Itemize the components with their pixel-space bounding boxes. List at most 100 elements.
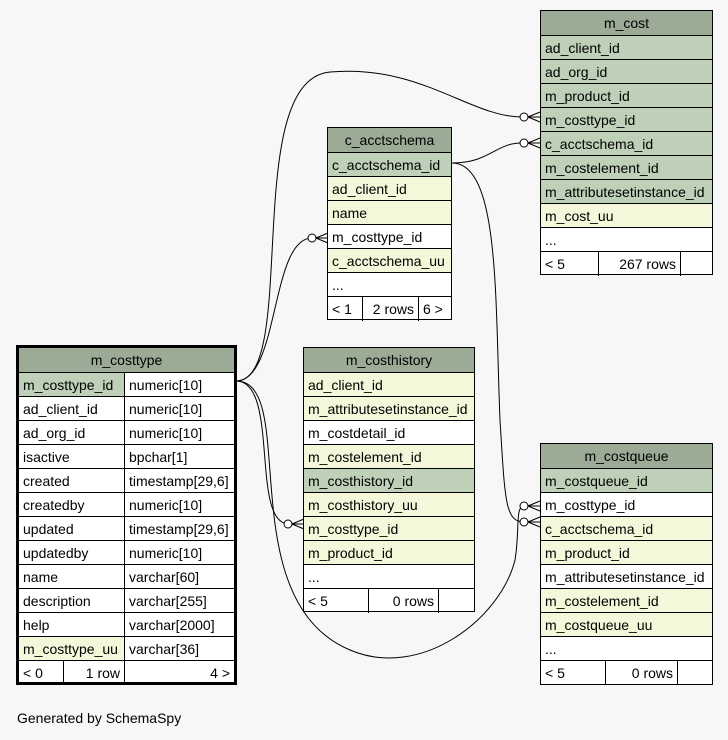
more-columns-row[interactable]: ... [328,273,451,297]
column-type: numeric[10] [129,497,203,513]
column-row[interactable]: m_attributesetinstance_id [304,397,474,421]
column-row[interactable]: c_acctschema_id [541,517,712,541]
table-title[interactable]: c_acctschema [328,128,451,153]
generated-by-caption[interactable]: Generated by SchemaSpy [17,710,182,726]
column-name: c_acctschema_uu [332,253,445,269]
column-name: help [19,613,125,636]
column-name: m_attributesetinstance_id [545,569,705,585]
children-count[interactable] [439,589,474,613]
column-row[interactable]: m_costqueue_uu [541,613,712,637]
column-row[interactable]: m_costtype_id [541,493,712,517]
column-row[interactable]: ad_client_id [328,177,451,201]
column-row[interactable]: c_acctschema_id [541,132,712,156]
children-count[interactable]: 4 > [210,665,230,681]
column-name: ad_client_id [308,377,383,393]
parents-count[interactable]: < 0 [19,661,64,685]
column-row[interactable]: name [328,201,451,225]
more-columns-row[interactable]: ... [541,228,712,252]
row-count: 0 rows [606,661,678,685]
column-name: m_costqueue_uu [545,617,653,633]
column-name: created [19,469,125,492]
row-count: 267 rows [599,252,681,276]
table-title[interactable]: m_costtype [19,348,234,373]
column-type: varchar[2000] [129,617,215,633]
column-name: m_costelement_id [545,593,659,609]
column-name: name [332,205,368,221]
edge-acctschema-costtype [235,237,314,382]
column-row[interactable]: m_costtype_id [541,108,712,132]
edge-costqueue-costtype [235,380,525,659]
column-name: m_attributesetinstance_id [308,401,468,417]
column-row[interactable]: m_attributesetinstance_id [541,180,712,204]
column-row[interactable]: m_costelement_id [541,156,712,180]
column-row[interactable]: m_costelement_id [304,445,474,469]
parents-count[interactable]: < 1 [328,297,363,321]
children-count[interactable] [681,252,712,276]
column-name: m_costqueue_id [545,473,648,489]
column-type: timestamp[29,6] [129,473,229,489]
column-row[interactable]: c_acctschema_uu [328,249,451,273]
column-row[interactable]: m_attributesetinstance_id [541,565,712,589]
column-type: varchar[36] [125,637,234,660]
column-row[interactable]: m_costtype_id [304,517,474,541]
parents-count[interactable]: < 5 [541,252,599,276]
table-title[interactable]: m_costhistory [304,348,474,373]
more-columns-row[interactable]: ... [541,637,712,661]
column-name: m_cost_uu [545,208,614,224]
column-row[interactable]: m_costtype_id [328,225,451,249]
column-name: m_costhistory_uu [308,497,418,513]
column-row[interactable]: m_product_id [541,84,712,108]
column-row[interactable]: m_costhistory_id [304,469,474,493]
column-name: m_costtype_id [545,497,636,513]
table-m-costqueue[interactable]: m_costqueue m_costqueue_id m_costtype_id… [540,443,713,685]
column-row[interactable]: ad_client_id [541,36,712,60]
table-c-acctschema[interactable]: c_acctschema c_acctschema_id ad_client_i… [327,127,452,321]
column-row[interactable]: ad_client_id [304,373,474,397]
column-row[interactable]: m_product_id [304,541,474,565]
more-columns-row[interactable]: ... [304,565,474,589]
children-count[interactable] [678,661,712,685]
column-name: m_product_id [308,545,393,561]
column-type: numeric[10] [129,425,203,441]
table-title[interactable]: m_costqueue [541,444,712,469]
column-type: varchar[60] [129,569,200,585]
parents-count[interactable]: < 5 [304,589,369,613]
table-footer: < 0 1 row 4 > [19,661,234,685]
column-row[interactable]: m_costelement_id [541,589,712,613]
column-name: c_acctschema_id [545,521,654,537]
column-row[interactable]: m_cost_uu [541,204,712,228]
table-footer: < 5 267 rows [541,252,712,276]
column-row[interactable]: ad_org_id [541,60,712,84]
table-footer: < 5 0 rows [541,661,712,685]
parents-count[interactable]: < 5 [541,661,606,685]
table-m-costhistory[interactable]: m_costhistory ad_client_id m_attributese… [303,347,475,613]
column-row[interactable]: c_acctschema_id [328,153,451,177]
column-name: m_costtype_id [332,229,423,245]
row-count: 2 rows [363,297,419,321]
table-m-cost[interactable]: m_cost ad_client_id ad_org_id m_product_… [540,10,713,276]
column-name: createdby [19,493,125,516]
column-type: numeric[10] [129,545,203,561]
table-title[interactable]: m_cost [541,11,712,36]
column-row[interactable]: m_product_id [541,541,712,565]
column-row[interactable]: m_costdetail_id [304,421,474,445]
children-count[interactable]: 6 > [423,301,443,317]
column-row[interactable]: m_costhistory_uu [304,493,474,517]
row-count: 0 rows [369,589,439,613]
column-name: m_product_id [545,88,630,104]
table-footer: < 1 2 rows 6 > [328,297,451,321]
column-row[interactable]: m_costqueue_id [541,469,712,493]
